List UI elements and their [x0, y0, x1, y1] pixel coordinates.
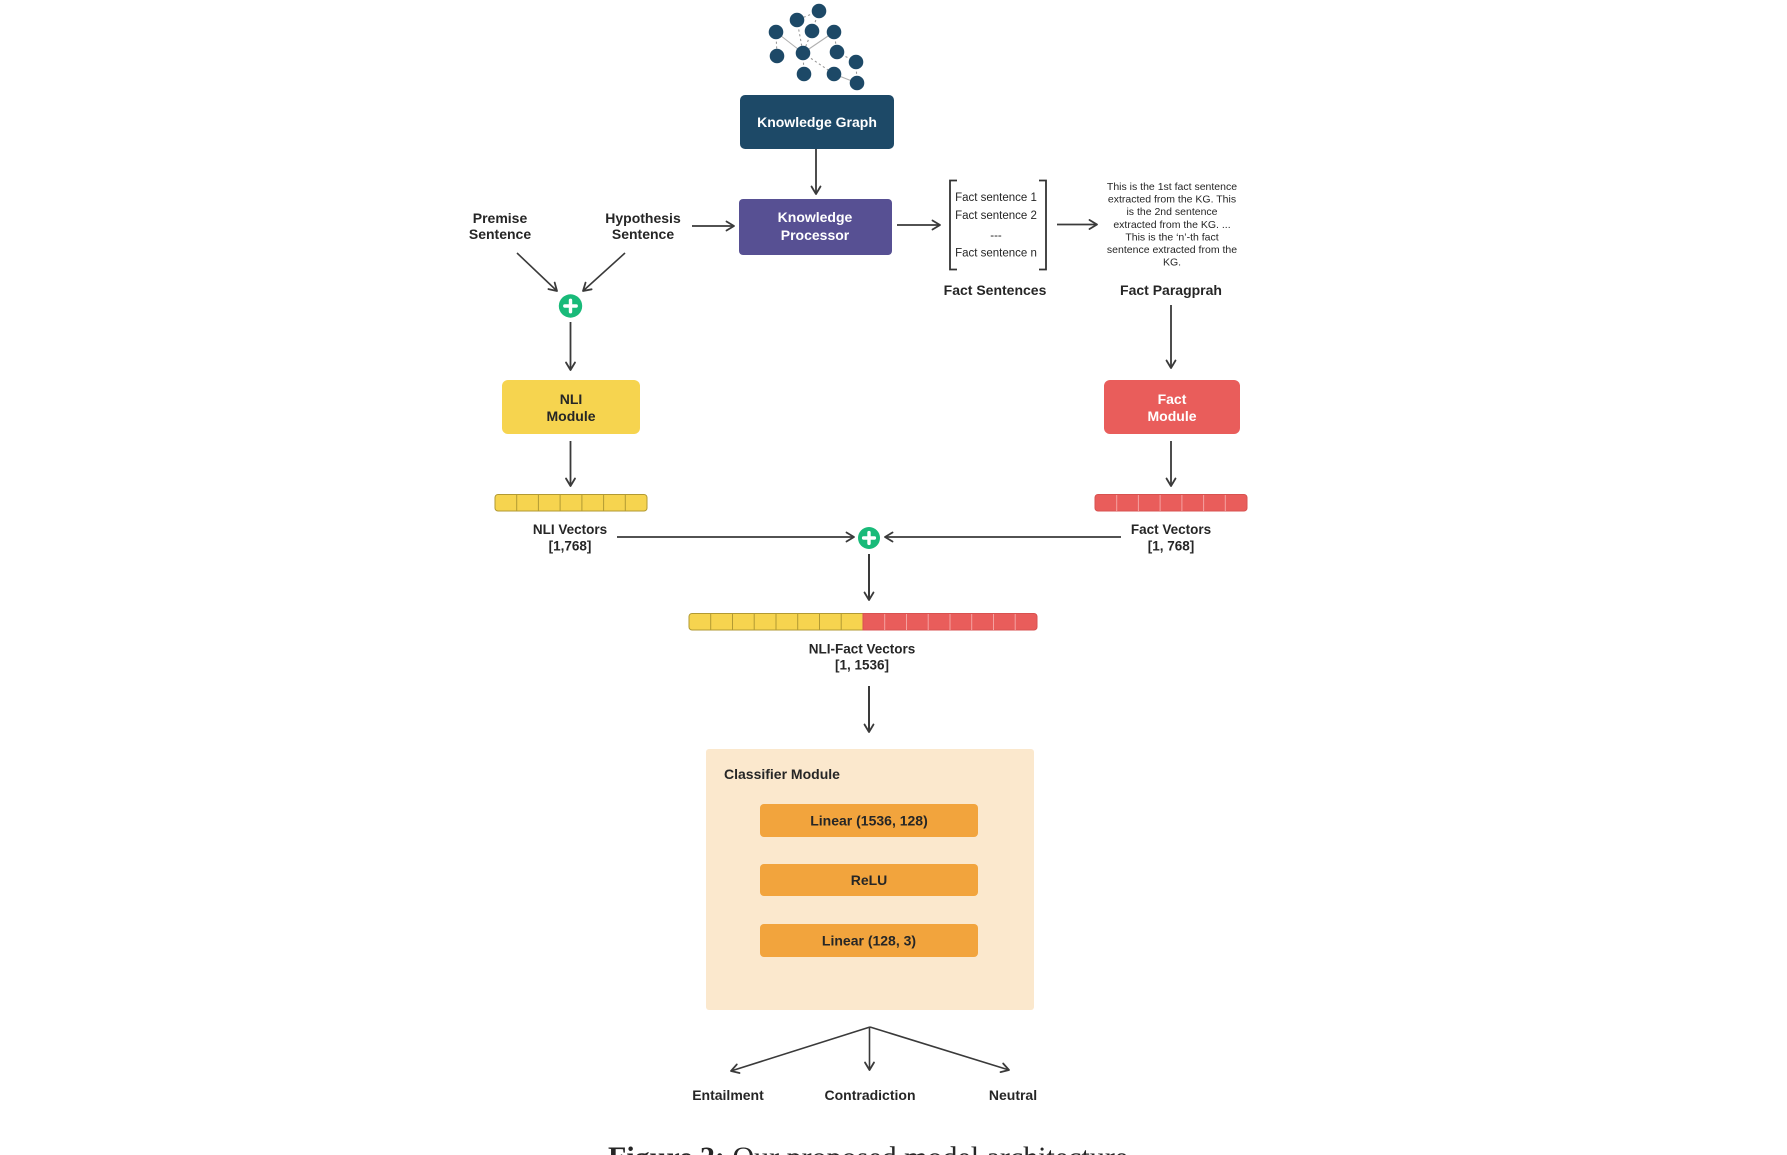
svg-text:Fact: Fact: [1158, 391, 1187, 407]
svg-text:Fact Vectors: Fact Vectors: [1131, 522, 1211, 537]
svg-text:NLI: NLI: [560, 391, 583, 407]
svg-text:KG.: KG.: [1163, 257, 1181, 269]
svg-text:Linear (1536, 128): Linear (1536, 128): [810, 813, 928, 829]
svg-text:Hypothesis: Hypothesis: [605, 210, 681, 226]
svg-text:---: ---: [990, 230, 1002, 242]
svg-text:Module: Module: [547, 408, 596, 424]
svg-text:This is the ‘n’-th fact: This is the ‘n’-th fact: [1125, 231, 1218, 243]
svg-text:extracted from the KG. This: extracted from the KG. This: [1108, 194, 1236, 206]
svg-text:Fact Sentences: Fact Sentences: [944, 282, 1047, 298]
svg-text:NLI-Fact Vectors: NLI-Fact Vectors: [809, 642, 916, 657]
svg-text:Processor: Processor: [781, 227, 850, 243]
svg-text:[1, 1536]: [1, 1536]: [835, 658, 889, 673]
svg-text:sentence extracted from the: sentence extracted from the: [1107, 244, 1237, 256]
svg-text:Contradiction: Contradiction: [825, 1087, 916, 1103]
svg-text:Premise: Premise: [473, 210, 528, 226]
svg-text:Knowledge: Knowledge: [778, 209, 853, 225]
svg-text:NLI Vectors: NLI Vectors: [533, 522, 607, 537]
svg-text:[1,768]: [1,768]: [549, 539, 592, 554]
svg-text:Figure 2: Our proposed model a: Figure 2: Our proposed model architectur…: [608, 1141, 1128, 1155]
svg-text:Classifier Module: Classifier Module: [724, 766, 840, 782]
svg-text:is the 2nd sentence: is the 2nd sentence: [1126, 206, 1217, 218]
svg-text:ReLU: ReLU: [851, 872, 888, 888]
svg-text:Fact Paragprah: Fact Paragprah: [1120, 282, 1222, 298]
svg-text:Neutral: Neutral: [989, 1087, 1037, 1103]
svg-text:Entailment: Entailment: [692, 1087, 764, 1103]
svg-text:Fact sentence n: Fact sentence n: [955, 248, 1037, 260]
svg-text:Fact sentence 2: Fact sentence 2: [955, 210, 1037, 222]
svg-text:[1, 768]: [1, 768]: [1148, 539, 1195, 554]
svg-text:extracted from the KG. ...: extracted from the KG. ...: [1113, 219, 1230, 231]
svg-text:Knowledge Graph: Knowledge Graph: [757, 114, 877, 130]
svg-text:Sentence: Sentence: [612, 226, 674, 242]
svg-text:Sentence: Sentence: [469, 226, 531, 242]
svg-text:Linear (128, 3): Linear (128, 3): [822, 933, 916, 949]
svg-text:This is the 1st fact sentence: This is the 1st fact sentence: [1107, 181, 1237, 193]
svg-text:Fact sentence 1: Fact sentence 1: [955, 192, 1037, 204]
svg-text:Module: Module: [1148, 408, 1197, 424]
